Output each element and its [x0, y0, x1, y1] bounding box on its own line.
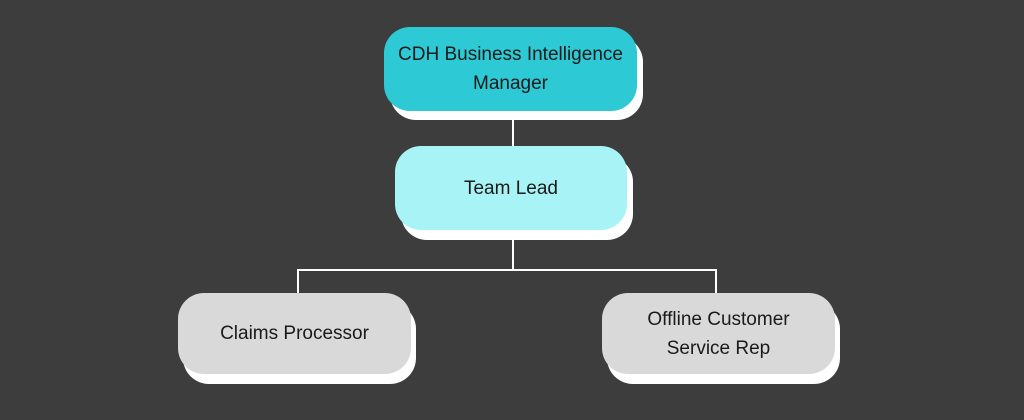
node-bi-manager: CDH Business Intelligence Manager	[384, 27, 643, 120]
node-claims-processor-label: Claims Processor	[178, 293, 411, 374]
node-offline-rep-label: Offline Customer Service Rep	[602, 293, 835, 374]
node-offline-rep: Offline Customer Service Rep	[602, 293, 840, 384]
node-claims-processor: Claims Processor	[178, 293, 416, 384]
node-team-lead-label: Team Lead	[395, 146, 627, 230]
node-team-lead: Team Lead	[395, 146, 633, 240]
node-bi-manager-label: CDH Business Intelligence Manager	[384, 27, 637, 111]
